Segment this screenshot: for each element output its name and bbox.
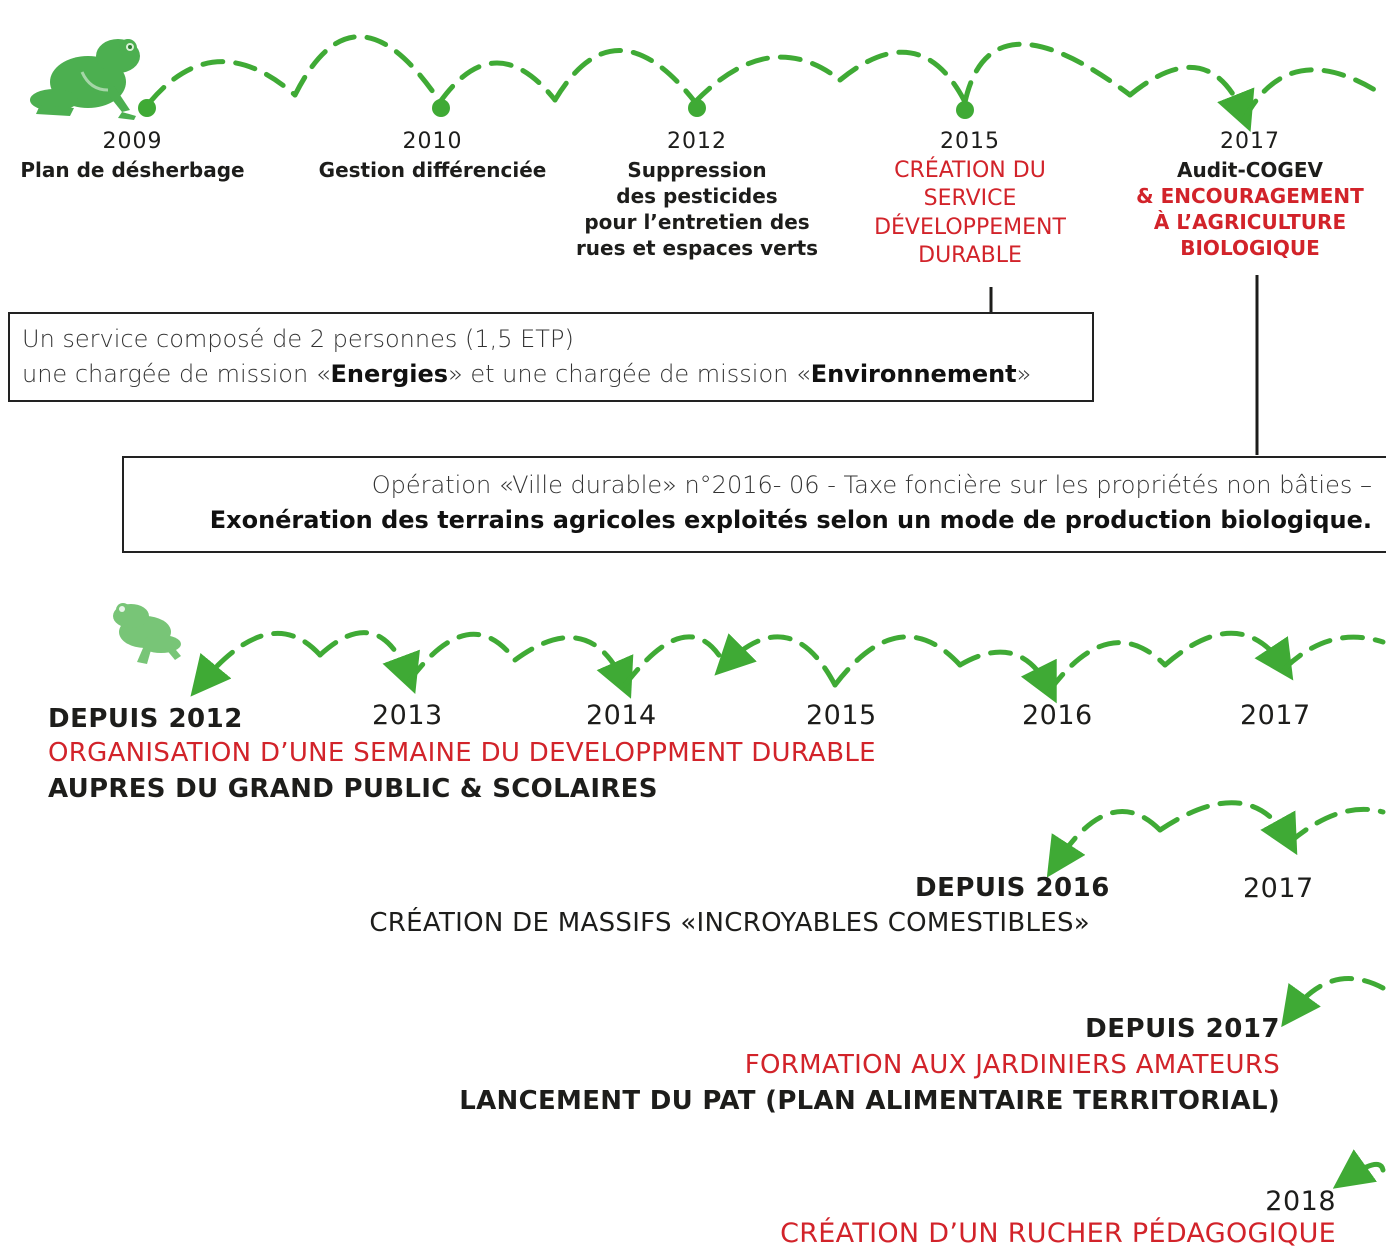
milestone-year: 2009 [102,129,163,154]
hop-arrow [1162,630,1294,681]
t4-black-line: LANCEMENT DU PAT (PLAN ALIMENTAIRE TERRI… [459,1086,1280,1116]
hop-arrow [552,48,698,105]
milestone-text: Plan de désherbage [20,157,245,182]
timeline-dot [432,99,450,117]
milestone-year: 2017 [1220,129,1280,154]
milestone-year: 2012 [667,129,727,154]
milestone-text: Suppression [627,157,767,182]
t2-year-2013: 2013 [372,700,443,731]
milestone-2012: 2012 Suppression des pesticides pour l’e… [567,128,827,261]
milestone-2015: 2015 CRÉATION DU SERVICE DÉVELOPPEMENT D… [855,128,1085,271]
t4-red-line: FORMATION AUX JARDINIERS AMATEURS [744,1050,1280,1080]
hop-arrow [1242,67,1386,121]
hop-arrow [962,41,1133,105]
milestone-2010: 2010 Gestion différenciée [300,128,565,183]
hop-arrow [407,631,518,683]
milestone-text: DURABLE [918,243,1022,269]
hop-arrow [1127,64,1255,132]
hop-arrow [1047,640,1168,693]
timeline-dot [688,99,706,117]
t2-year-depuis-2012: DEPUIS 2012 [48,704,243,734]
hop-arrow [1157,800,1298,856]
t2-black-line: AUPRES DU GRAND PUBLIC & SCOLAIRES [48,774,658,804]
t2-year-2016: 2016 [1022,700,1093,731]
frog-small-icon [113,603,181,664]
operation-box: Opération «Ville durable» n°2016- 06 - T… [122,456,1386,553]
milestone-2017: 2017 Audit-COGEV & ENCOURAGEMENT À L’AGR… [1115,128,1385,261]
hop-arrow [1287,806,1386,845]
hop-arrow [1282,634,1386,671]
hop-arrow [837,49,968,105]
milestone-year: 2010 [402,129,463,154]
milestone-text: DÉVELOPPEMENT [874,214,1066,240]
t2-year-2015: 2015 [806,700,877,731]
milestone-text: Audit-COGEV [1177,157,1323,182]
t4-year: DEPUIS 2017 [1085,1014,1280,1044]
milestone-text: Gestion différenciée [318,157,547,182]
service-box: Un service composé de 2 personnes (1,5 E… [8,312,1094,402]
t2-year-2014: 2014 [586,700,657,731]
milestone-text: & ENCOURAGEMENT [1136,183,1364,208]
hop-arrow [1281,976,1386,1028]
hop-arrow [512,635,634,699]
hop-arrow [317,630,420,695]
operation-line-1: Opération «Ville durable» n°2016- 06 - T… [371,471,1372,499]
service-line-1: Un service composé de 2 personnes (1,5 E… [22,325,574,353]
timeline-dot [138,99,156,117]
t3-year-2017: 2017 [1243,873,1314,904]
milestone-text: CRÉATION DU [894,157,1046,183]
milestone-2009: 2009 Plan de désherbage [0,128,265,183]
hop-arrow [692,54,843,105]
t5-year: 2018 [1265,1186,1336,1217]
hop-arrow [437,60,558,105]
timeline-dot [956,101,974,119]
hop-arrow [190,630,323,697]
milestone-text: pour l’entretien des [584,209,810,234]
milestone-year: 2015 [940,129,1000,154]
t3-year-depuis-2016: DEPUIS 2016 [915,873,1110,903]
t3-line: CRÉATION DE MASSIFS «INCROYABLES COMESTI… [369,908,1090,938]
t2-red-line: ORGANISATION D’UNE SEMAINE DU DEVELOPPME… [48,738,876,768]
hop-arrow [1046,809,1163,878]
t2-year-2017: 2017 [1240,700,1311,731]
hop-arrow [957,649,1057,704]
frog-icon [30,39,140,120]
hop-arrow [622,634,728,688]
operation-line-2: Exonération des terrains agricoles explo… [209,505,1372,534]
service-line-2: une chargée de mission «Energies» et une… [22,359,1032,388]
hop-arrow [714,633,838,688]
hop-arrow [147,59,298,105]
t5-red-line: CRÉATION D’UN RUCHER PÉDAGOGIQUE [780,1218,1336,1249]
milestone-text: SERVICE [923,186,1017,212]
milestone-text: rues et espaces verts [575,235,819,260]
milestone-text: BIOLOGIQUE [1180,235,1320,260]
milestone-text: des pesticides [616,183,778,208]
milestone-text: À L’AGRICULTURE [1153,209,1347,234]
hop-arrow [832,634,963,688]
hop-arrow [1332,1149,1386,1189]
hop-arrow [292,34,443,105]
